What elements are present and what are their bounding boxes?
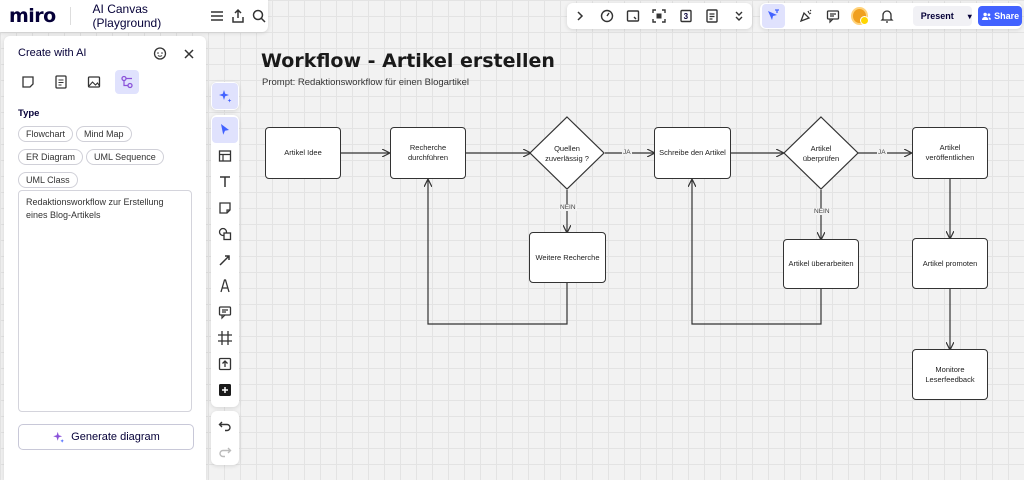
generate-label: Generate diagram: [71, 431, 160, 443]
bell-icon[interactable]: [876, 4, 899, 28]
node-weitere-recherche[interactable]: Weitere Recherche: [529, 232, 606, 283]
board-header: miro AI Canvas (Playground): [0, 0, 268, 32]
users-icon: [982, 12, 992, 20]
comment-icon[interactable]: [822, 4, 845, 28]
frame-icon[interactable]: [212, 325, 238, 351]
timer-icon[interactable]: [595, 4, 619, 28]
counter-icon[interactable]: 3: [674, 4, 698, 28]
collab-toolbar: 3: [567, 3, 752, 29]
menu-icon[interactable]: [208, 4, 227, 28]
text-icon[interactable]: [212, 169, 238, 195]
shapes-icon[interactable]: [212, 221, 238, 247]
redo-icon[interactable]: [212, 438, 238, 464]
canvas-title[interactable]: Workflow - Artikel erstellen: [261, 50, 555, 72]
cards-icon[interactable]: [621, 4, 645, 28]
node-quellen-zuverlaessig[interactable]: Quellen zuverlässig ?: [545, 144, 589, 163]
diagram-icon[interactable]: [115, 70, 139, 94]
pen-icon[interactable]: [212, 273, 238, 299]
node-monitore-leserfeedback[interactable]: Monitore Leserfeedback: [912, 349, 988, 400]
history-toolbar: [211, 411, 239, 465]
chip-flowchart[interactable]: Flowchart: [18, 126, 74, 142]
type-label: Type: [18, 108, 40, 119]
creation-toolbar: [211, 115, 239, 407]
table-icon[interactable]: [212, 143, 238, 169]
chevron-right-icon[interactable]: [568, 4, 592, 28]
document-icon[interactable]: [49, 70, 73, 94]
share-label: Share: [994, 11, 1020, 21]
divider: [69, 7, 71, 25]
upload-icon[interactable]: [212, 351, 238, 377]
edge-label-ja: JA: [622, 149, 632, 156]
edge-label-ja: JA: [877, 149, 887, 156]
select-cursor-icon[interactable]: [212, 117, 238, 143]
image-icon[interactable]: [82, 70, 106, 94]
share-button[interactable]: Share: [978, 6, 1022, 26]
focus-icon[interactable]: [647, 4, 671, 28]
chip-uml-sequence[interactable]: UML Sequence: [86, 149, 164, 165]
celebrate-icon[interactable]: [795, 4, 818, 28]
notes-icon[interactable]: [700, 4, 724, 28]
avatar[interactable]: [850, 7, 869, 25]
export-icon[interactable]: [229, 4, 248, 28]
comment-icon[interactable]: [212, 299, 238, 325]
sparkle-icon: [53, 431, 65, 443]
present-label: Present: [920, 11, 954, 21]
connector-arrow-icon[interactable]: [212, 247, 238, 273]
node-artikel-ueberarbeiten[interactable]: Artikel überarbeiten: [783, 239, 859, 289]
chevron-down-icon[interactable]: ▾: [967, 11, 972, 21]
node-schreibe-artikel[interactable]: Schreibe den Artikel: [654, 127, 731, 179]
feedback-icon[interactable]: [148, 42, 172, 66]
close-icon[interactable]: [177, 42, 201, 66]
board-title[interactable]: AI Canvas (Playground): [92, 2, 162, 30]
canvas-subtitle[interactable]: Prompt: Redaktionsworkflow für einen Blo…: [262, 77, 469, 88]
miro-logo[interactable]: miro: [9, 5, 56, 27]
present-button[interactable]: Present ▾: [912, 6, 973, 26]
edge-label-nein: NEIN: [559, 204, 577, 211]
cursor-reactions-icon[interactable]: [762, 4, 785, 28]
ai-tool-group: [211, 82, 239, 110]
add-more-icon[interactable]: [212, 377, 238, 403]
node-artikel-promoten[interactable]: Artikel promoten: [912, 238, 988, 289]
ai-sparkle-icon[interactable]: [212, 83, 238, 109]
chip-uml-class[interactable]: UML Class: [18, 172, 78, 188]
node-artikel-ueberpruefen[interactable]: Artikel überprüfen: [802, 144, 840, 163]
node-artikel-idee[interactable]: Artikel Idee: [265, 127, 341, 179]
node-artikel-veroeffentlichen[interactable]: Artikel veröffentlichen: [912, 127, 988, 179]
prompt-input[interactable]: Redaktionsworkflow zur Erstellung eines …: [18, 190, 192, 412]
ai-mode-tabs: [16, 70, 139, 94]
edge-label-nein: NEIN: [813, 208, 831, 215]
panel-title: Create with AI: [18, 47, 87, 59]
search-icon[interactable]: [249, 4, 268, 28]
undo-icon[interactable]: [212, 412, 238, 438]
generate-diagram-button[interactable]: Generate diagram: [18, 424, 194, 450]
more-chevron-icon[interactable]: [727, 4, 751, 28]
share-toolbar: Present ▾ Share: [760, 3, 1022, 29]
sticky-note-icon[interactable]: [212, 195, 238, 221]
chip-er-diagram[interactable]: ER Diagram: [18, 149, 84, 165]
counter-value: 3: [683, 11, 689, 21]
chip-mind-map[interactable]: Mind Map: [76, 126, 132, 142]
node-recherche[interactable]: Recherche durchführen: [390, 127, 466, 179]
sticky-note-icon[interactable]: [16, 70, 40, 94]
